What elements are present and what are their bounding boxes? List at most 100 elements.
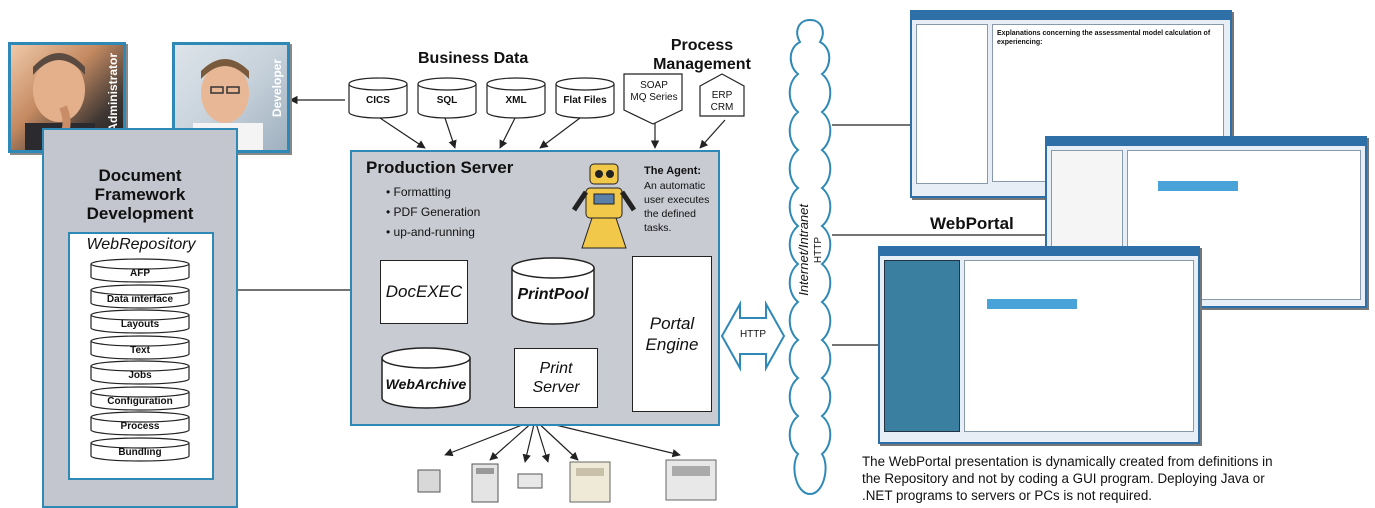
business-data-cylinder bbox=[417, 77, 477, 119]
repository-cylinder bbox=[90, 360, 190, 385]
document-framework-panel: Document Framework Development WebReposi… bbox=[42, 128, 238, 508]
caption-line3: .NET programs to servers or PCs is not r… bbox=[862, 488, 1152, 503]
erp-label-line1: ERP bbox=[711, 90, 733, 101]
administrator-label: Administrator bbox=[106, 53, 120, 132]
repository-item-label: Jobs bbox=[128, 370, 152, 381]
erp-label-line2: CRM bbox=[710, 102, 734, 113]
print-server-box: Print Server bbox=[514, 348, 598, 408]
repository-item-label: Bundling bbox=[118, 446, 162, 458]
business-data-cylinder bbox=[348, 77, 408, 119]
portal-engine-box: Portal Engine bbox=[632, 256, 712, 412]
webportal-label: WebPortal bbox=[930, 214, 1014, 233]
agent-desc-line2: user executes bbox=[644, 194, 710, 206]
repository-cylinder bbox=[90, 258, 190, 283]
agent-desc-line1: An automatic bbox=[644, 180, 706, 192]
production-server-bullets: • Formatting • PDF Generation • up-and-r… bbox=[386, 182, 480, 242]
webportal-screen-3 bbox=[878, 246, 1200, 444]
repository-cylinder bbox=[90, 411, 190, 436]
cloud-labels: Internet/Intranet HTTP bbox=[784, 150, 836, 350]
webarchive-label: WebArchive bbox=[385, 376, 467, 392]
printer-line-4 bbox=[534, 419, 550, 463]
business-data-source: Flat Files bbox=[555, 76, 615, 120]
process-shapes bbox=[623, 73, 745, 125]
bullet-running: • up-and-running bbox=[386, 225, 475, 239]
cloud-label-internet: Internet/Intranet bbox=[796, 204, 811, 296]
production-server-title: Production Server bbox=[366, 158, 514, 177]
dfd-title-line3: Development bbox=[86, 204, 194, 223]
repository-item-label: AFP bbox=[130, 268, 150, 279]
repository-cylinder bbox=[90, 385, 190, 411]
portal-engine-line1: Portal bbox=[649, 314, 695, 333]
process-management-title: Process Management bbox=[647, 36, 757, 74]
screen2-titlebar bbox=[1047, 138, 1365, 146]
docexec-label: DocEXEC bbox=[385, 282, 463, 301]
docexec-box: DocEXEC bbox=[380, 260, 468, 324]
printer-line-2 bbox=[489, 419, 536, 461]
erp-shape bbox=[699, 73, 745, 117]
business-data-source: CICS bbox=[348, 76, 408, 120]
repository-cylinder bbox=[90, 334, 190, 360]
repository-item: AFP bbox=[90, 258, 190, 283]
cloud-label-http: HTTP bbox=[813, 236, 824, 264]
arrow-cics bbox=[379, 117, 426, 149]
robot-icon bbox=[572, 163, 636, 249]
agent-title: The Agent: bbox=[644, 165, 702, 177]
bullet-pdf: • PDF Generation bbox=[386, 205, 481, 219]
screen1-sidebar bbox=[916, 24, 988, 184]
repository-item: Data interface bbox=[90, 283, 190, 309]
repository-cylinder bbox=[90, 436, 190, 462]
business-data-label: CICS bbox=[366, 95, 390, 106]
caption-line2: the Repository and not by coding a GUI p… bbox=[862, 471, 1265, 486]
screen3-sidebar bbox=[884, 260, 960, 432]
repository-item: Process bbox=[90, 411, 190, 436]
screen3-document bbox=[964, 260, 1194, 432]
business-data-cylinder bbox=[486, 77, 546, 119]
arrow-xml bbox=[499, 117, 516, 149]
repository-item: Bundling bbox=[90, 436, 190, 462]
screen2-logo bbox=[1158, 181, 1238, 191]
internet-cloud bbox=[788, 18, 832, 496]
webarchive-cylinder bbox=[381, 347, 471, 409]
printer-4-icon bbox=[569, 461, 611, 503]
print-server-line1: Print bbox=[539, 360, 573, 377]
printer-line-3 bbox=[522, 419, 536, 463]
repository-item-label: Layouts bbox=[120, 319, 160, 330]
soap-label: SOAP MQ Series bbox=[624, 80, 684, 104]
printers-group bbox=[417, 459, 717, 503]
repository-item: Layouts bbox=[90, 309, 190, 334]
business-data-label: Flat Files bbox=[563, 95, 607, 106]
repository-item-label: Configuration bbox=[107, 395, 173, 407]
erp-label: ERP CRM bbox=[700, 90, 744, 114]
developer-label: Developer bbox=[270, 59, 284, 118]
agent-desc-line4: tasks. bbox=[644, 222, 672, 234]
repository-item-label: Text bbox=[130, 344, 150, 356]
repository-item-label: Process bbox=[120, 421, 160, 432]
process-management-line2: Management bbox=[653, 56, 751, 73]
repository-item: Configuration bbox=[90, 385, 190, 411]
repository-item: Text bbox=[90, 334, 190, 360]
repository-cylinder bbox=[90, 283, 190, 309]
business-data-cylinder bbox=[555, 77, 615, 119]
printer-1-icon bbox=[417, 469, 441, 493]
webrepository-title: WebRepository bbox=[86, 236, 196, 253]
soap-label-line2: MQ Series bbox=[630, 92, 678, 103]
printer-2-icon bbox=[471, 463, 499, 503]
bullet-formatting: • Formatting bbox=[386, 185, 451, 199]
http-label: HTTP bbox=[739, 329, 767, 340]
webportal-caption: The WebPortal presentation is dynamicall… bbox=[862, 453, 1372, 504]
printer-5-icon bbox=[665, 459, 717, 501]
screen1-titlebar bbox=[912, 12, 1230, 20]
production-server-panel: Production Server • Formatting • PDF Gen… bbox=[350, 150, 720, 426]
business-data-title: Business Data bbox=[418, 50, 529, 67]
agent-desc-line3: the defined bbox=[644, 208, 696, 220]
business-data-label: SQL bbox=[436, 95, 458, 106]
http-double-arrow bbox=[720, 300, 786, 372]
printpool-label: PrintPool bbox=[517, 286, 589, 303]
portal-engine-line2: Engine bbox=[645, 335, 699, 354]
agent-description: An automatic user executes the defined t… bbox=[644, 179, 714, 235]
print-server-line2: Server bbox=[532, 379, 580, 396]
repository-item: Jobs bbox=[90, 360, 190, 385]
repository-cylinder bbox=[90, 309, 190, 334]
